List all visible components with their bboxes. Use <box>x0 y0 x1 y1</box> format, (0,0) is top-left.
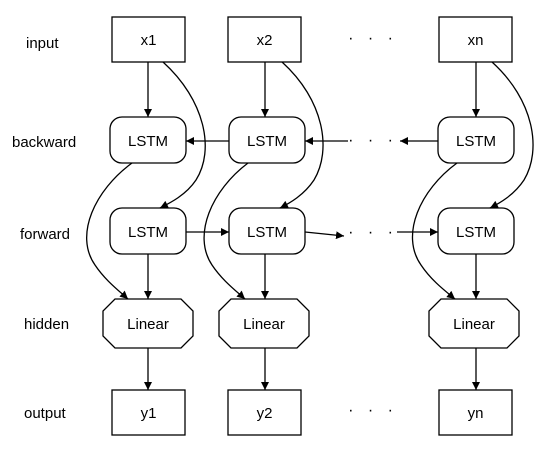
row-label-hidden: hidden <box>24 316 69 333</box>
output-node-2 <box>227 389 302 436</box>
arrow-forward2-to-ellipsis <box>304 231 345 240</box>
ellipsis-forward: · · · <box>348 224 398 241</box>
input-node-n-label: xn <box>468 32 484 49</box>
output-node-n-label: yn <box>468 405 484 422</box>
arrow-backwardn-to-hiddenn <box>411 162 458 300</box>
column-2: x2 LSTM LSTM Linear y2 <box>218 16 310 436</box>
backward-lstm-node-2-label: LSTM <box>247 133 287 150</box>
forward-lstm-node-1-label: LSTM <box>128 224 168 241</box>
column-1: x1 LSTM LSTM Linear y1 <box>102 16 194 436</box>
hidden-linear-node-1-label: Linear <box>127 316 169 333</box>
hidden-linear-node-2 <box>218 298 310 349</box>
row-label-input: input <box>26 35 59 52</box>
row-label-output: output <box>24 405 67 422</box>
hidden-linear-node-1 <box>102 298 194 349</box>
arrow-inputn-to-forwardn <box>489 61 534 209</box>
hidden-linear-node-n <box>428 298 520 349</box>
arrow-input2-to-forward2 <box>279 61 324 209</box>
input-node-1 <box>111 16 186 63</box>
backward-lstm-node-1-label: LSTM <box>128 133 168 150</box>
output-node-1-label: y1 <box>141 405 157 422</box>
arrow-backward1-to-hidden1 <box>86 162 133 300</box>
input-node-1-label: x1 <box>141 32 157 49</box>
output-node-2-label: y2 <box>257 405 273 422</box>
row-label-backward: backward <box>12 134 76 151</box>
input-node-n <box>438 16 513 63</box>
forward-lstm-node-n-label: LSTM <box>456 224 496 241</box>
hidden-linear-node-n-label: Linear <box>453 316 495 333</box>
output-node-n <box>438 389 513 436</box>
input-node-2-label: x2 <box>257 32 273 49</box>
ellipsis-backward: · · · <box>348 132 398 149</box>
forward-lstm-node-2 <box>228 207 306 255</box>
hidden-linear-node-2-label: Linear <box>243 316 285 333</box>
forward-lstm-node-2-label: LSTM <box>247 224 287 241</box>
input-node-2 <box>227 16 302 63</box>
arrow-backward2-to-hidden2 <box>203 162 249 300</box>
ellipsis-input: · · · <box>348 30 398 47</box>
backward-lstm-node-n-label: LSTM <box>456 133 496 150</box>
output-node-1 <box>111 389 186 436</box>
ellipsis-output: · · · <box>348 402 398 419</box>
column-n: xn LSTM LSTM Linear yn <box>428 16 520 436</box>
arrow-input1-to-forward1 <box>159 61 206 209</box>
row-label-forward: forward <box>20 226 70 243</box>
